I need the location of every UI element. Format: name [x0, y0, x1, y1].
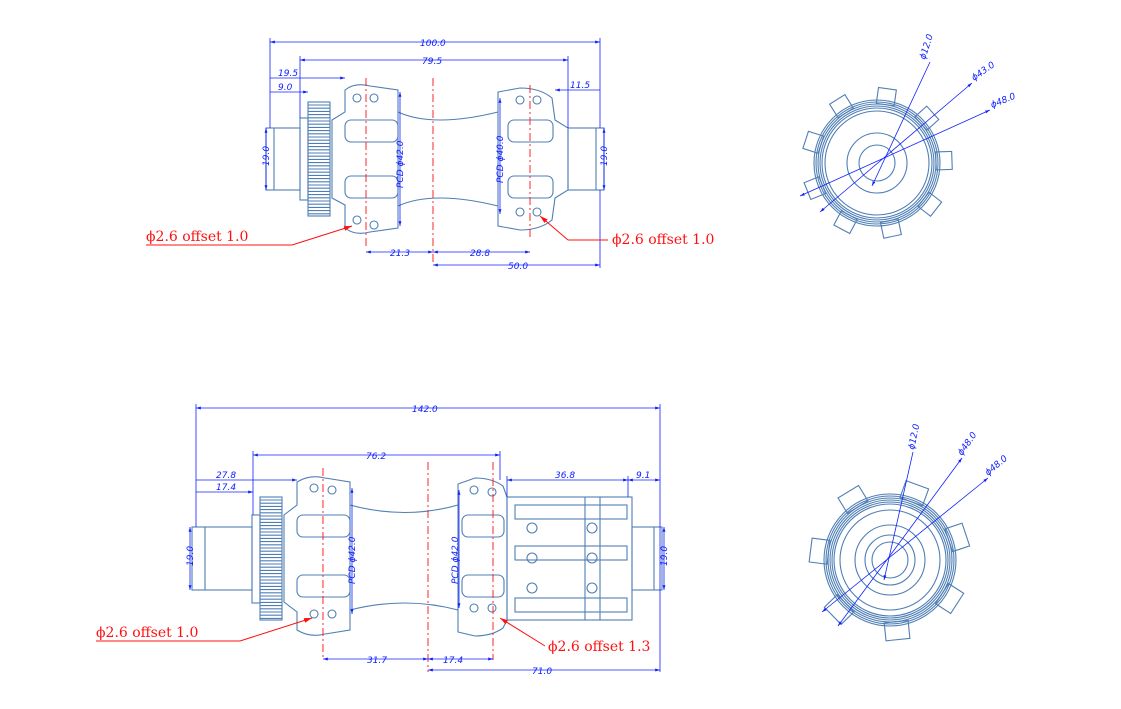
- dim-c-left: 21.3: [390, 249, 410, 259]
- note-hole-right: ϕ2.6 offset 1.0: [612, 232, 714, 248]
- dim-c-to-end: 71.0: [532, 667, 552, 677]
- note-hole-left: ϕ2.6 offset 1.0: [146, 229, 248, 245]
- dim-pcd-left: PCD ϕ42.0: [396, 140, 406, 188]
- dim-end-right: 19.0: [600, 146, 610, 166]
- top-hub-side-view: [265, 78, 605, 262]
- dim-freehub: 36.8: [555, 471, 575, 481]
- dim-right-a: 11.5: [570, 81, 590, 91]
- bottom-hole-notes: ϕ2.6 offset 1.0 ϕ2.6 offset 1.3: [96, 617, 650, 655]
- dim-c-left: 31.7: [367, 656, 387, 666]
- dim-flange-span: 76.2: [366, 452, 386, 462]
- end-bot-d1: ϕ12.0: [907, 423, 922, 451]
- dim-left-a: 27.8: [216, 471, 236, 481]
- end-bot-d3: ϕ48.0: [984, 454, 1011, 479]
- bottom-dimensions: 142.0 76.2 27.8 17.4 36.8 9.1 19.0 19.0 …: [186, 404, 670, 677]
- dim-left-a: 19.5: [278, 69, 298, 79]
- dim-overall: 100.0: [420, 39, 446, 49]
- top-dimensions: 100.0 79.5 19.5 9.0 11.5 19.0 19.0 PCD ϕ…: [262, 38, 610, 272]
- dim-overall: 142.0: [412, 405, 438, 415]
- dim-left-b: 9.0: [278, 83, 293, 93]
- dim-flange-span: 79.5: [422, 57, 442, 67]
- end-bot-d2: ϕ48.0: [956, 430, 979, 457]
- dim-pcd-left: PCD ϕ42.0: [348, 536, 358, 584]
- dim-c-right: 28.8: [470, 249, 490, 259]
- dim-right-a: 9.1: [636, 471, 650, 481]
- dim-pcd-right: PCD ϕ42.0: [451, 536, 461, 584]
- end-top-d2: ϕ43.0: [970, 60, 997, 83]
- top-hole-notes: ϕ2.6 offset 1.0 ϕ2.6 offset 1.0: [146, 215, 714, 248]
- bottom-end-view: ϕ12.0 ϕ48.0 ϕ48.0: [808, 423, 1011, 642]
- dim-left-b: 17.4: [216, 483, 236, 493]
- dim-c-to-end: 50.0: [508, 262, 528, 272]
- dim-end-left: 19.0: [262, 146, 272, 166]
- dim-c-right: 17.4: [443, 656, 463, 666]
- end-top-d3: ϕ48.0: [989, 92, 1017, 111]
- note-hole-right: ϕ2.6 offset 1.3: [548, 639, 650, 655]
- note-hole-left: ϕ2.6 offset 1.0: [96, 625, 198, 641]
- dim-pcd-right: PCD ϕ40.0: [496, 135, 506, 183]
- dim-end-right: 19.0: [660, 546, 670, 566]
- end-top-d1: ϕ12.0: [918, 33, 936, 61]
- dim-end-left: 19.0: [186, 546, 196, 566]
- top-end-view: ϕ12.0 ϕ43.0 ϕ48.0: [799, 33, 1017, 239]
